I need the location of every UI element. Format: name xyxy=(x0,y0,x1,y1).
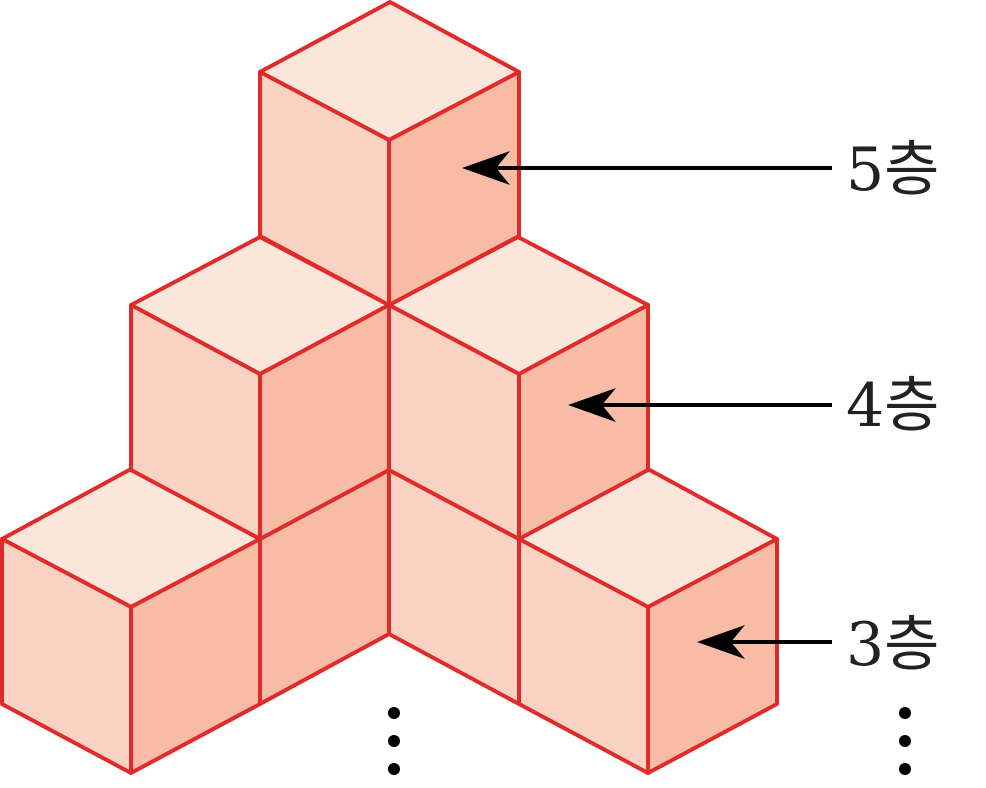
continuation-dots xyxy=(388,707,911,775)
continuation-dots-center-dot-3 xyxy=(388,763,400,775)
arrow-layer-4-head xyxy=(568,388,616,422)
continuation-dots-center-dot-1 xyxy=(388,707,400,719)
continuation-dots-center xyxy=(388,707,400,775)
cube-top-right xyxy=(387,70,521,307)
continuation-dots-right-dot-3 xyxy=(899,763,911,775)
arrow-layer-3-head xyxy=(697,625,745,659)
cube-stack xyxy=(0,0,779,775)
arrow-layer-5 xyxy=(462,151,832,185)
arrow-layer-4 xyxy=(568,388,832,422)
layer-labels: 5층 4층 3층 xyxy=(846,135,939,680)
cube-middle-left xyxy=(129,235,391,541)
layer-arrows xyxy=(462,151,832,659)
cube-top xyxy=(258,0,521,307)
layer-label-3: 3층 xyxy=(846,610,939,680)
cube-middle-right-right xyxy=(517,303,650,541)
cube-bottom-left-right xyxy=(129,537,262,775)
continuation-dots-right-dot-1 xyxy=(899,707,911,719)
continuation-dots-center-dot-2 xyxy=(388,735,400,747)
cube-bottom-left xyxy=(0,467,262,775)
layer-label-5: 5층 xyxy=(846,135,939,205)
continuation-dots-right xyxy=(899,707,911,775)
continuation-dots-right-dot-2 xyxy=(899,735,911,747)
arrow-layer-5-head xyxy=(462,151,510,185)
cube-bottom-right-right xyxy=(646,537,779,775)
layer-label-4: 4층 xyxy=(846,371,939,441)
arrow-layer-3 xyxy=(697,625,832,659)
cube-middle-right xyxy=(387,235,650,541)
